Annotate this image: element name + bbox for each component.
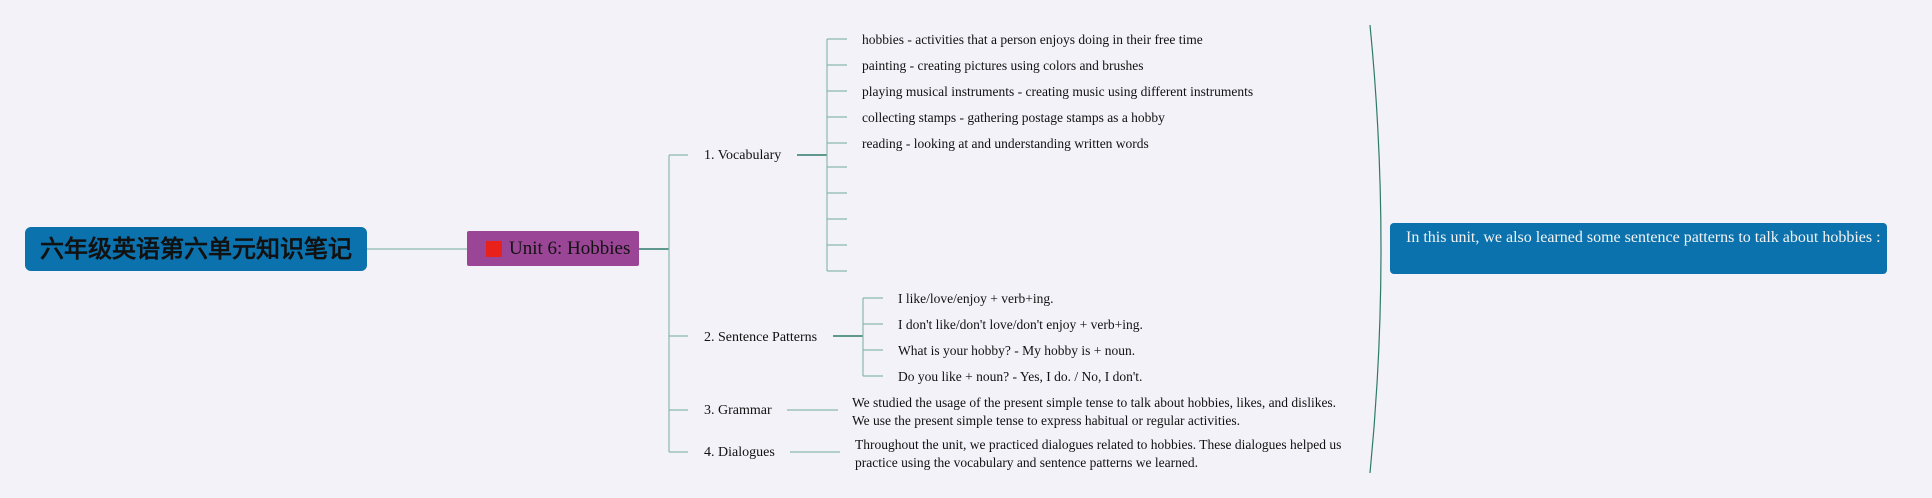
unit-topic-label: Unit 6: Hobbies <box>509 238 631 259</box>
pattern-item[interactable]: I don't like/don't love/don't enjoy + ve… <box>898 317 1143 332</box>
branch-vocabulary[interactable]: 1. Vocabulary <box>704 148 782 163</box>
flag-icon <box>486 240 502 257</box>
vocabulary-item[interactable]: reading - looking at and understanding w… <box>862 136 1149 151</box>
root-topic[interactable]: 六年级英语第六单元知识笔记 <box>25 227 367 271</box>
pattern-item[interactable]: Do you like + noun? - Yes, I do. / No, I… <box>898 369 1143 384</box>
branch-grammar[interactable]: 3. Grammar <box>704 403 772 418</box>
vocabulary-item[interactable]: collecting stamps - gathering postage st… <box>862 110 1165 125</box>
summary-bracket <box>1369 24 1382 474</box>
vocab-item-connectors <box>827 38 847 272</box>
vocabulary-item[interactable]: painting - creating pictures using color… <box>862 58 1144 73</box>
vocabulary-item[interactable]: hobbies - activities that a person enjoy… <box>862 32 1203 47</box>
pattern-item[interactable]: What is your hobby? - My hobby is + noun… <box>898 343 1136 358</box>
pattern-item[interactable]: I like/love/enjoy + verb+ing. <box>898 291 1054 306</box>
vocabulary-item[interactable]: playing musical instruments - creating m… <box>862 84 1254 99</box>
branch-dialogues[interactable]: 4. Dialogues <box>704 445 775 460</box>
summary-topic[interactable]: In this unit, we also learned some sente… <box>1390 223 1887 274</box>
branch-sentence-patterns[interactable]: 2. Sentence Patterns <box>704 330 818 345</box>
dialogues-text[interactable]: Throughout the unit, we practiced dialog… <box>855 437 1342 470</box>
patterns-item-connectors <box>863 297 883 377</box>
unit-topic[interactable]: Unit 6: Hobbies <box>467 231 639 266</box>
grammar-text[interactable]: We studied the usage of the present simp… <box>852 395 1337 428</box>
